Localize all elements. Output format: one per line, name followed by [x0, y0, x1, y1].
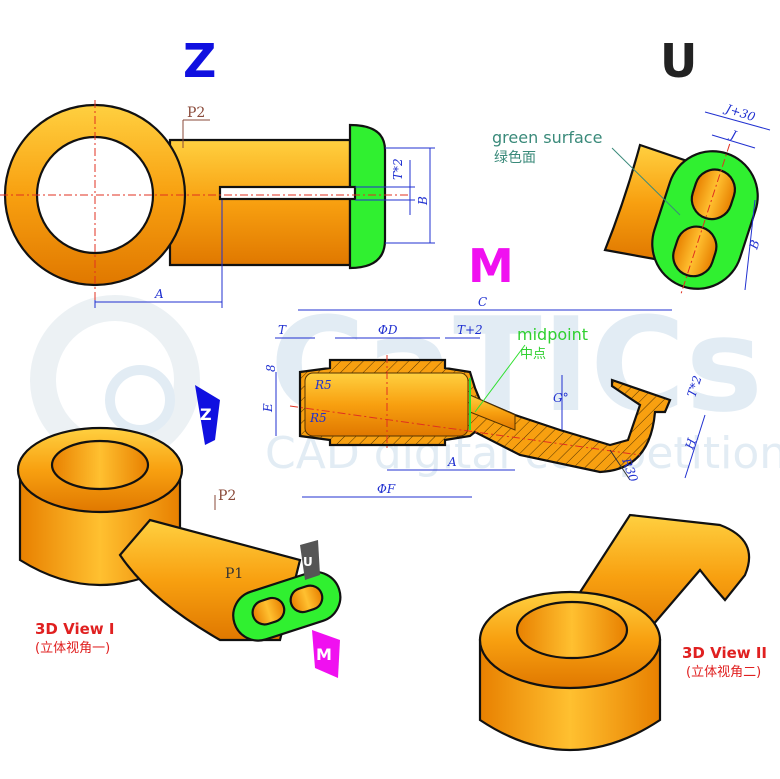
- label-p2: P2: [187, 105, 205, 121]
- dim-r5-bottom: R5: [309, 411, 327, 425]
- view-label-u: U: [660, 34, 697, 88]
- label-p2-3d: P2: [218, 488, 236, 504]
- note-midpoint-cn: 中点: [520, 347, 546, 362]
- 3d-view-2: 3D View II (立体视角二): [478, 513, 767, 751]
- dim-c: C: [478, 295, 487, 309]
- dim-e: E: [261, 403, 275, 413]
- note-green-surface-cn: 绿色面: [494, 149, 536, 166]
- dim-d: ΦD: [378, 323, 398, 337]
- dim-8: 8: [264, 364, 278, 372]
- view-label-z: Z: [183, 34, 216, 88]
- dim-j30: J+30: [721, 101, 757, 125]
- dim-a: A: [154, 287, 164, 301]
- dim-t-plus-2: T+2: [457, 323, 483, 337]
- note-green-surface: green surface: [492, 128, 602, 147]
- dim-r5-top: R5: [314, 378, 332, 392]
- note-midpoint: midpoint: [517, 325, 588, 344]
- view-m: C T ΦD T+2 midpoint 中点 8 E R5 R5 G° T*2 …: [261, 295, 706, 498]
- dim-g: G°: [553, 391, 569, 405]
- view-label-m: M: [468, 239, 514, 293]
- arrow-label-m: M: [316, 645, 332, 664]
- arrow-label-z: Z: [200, 405, 212, 424]
- dim-b: B: [416, 196, 430, 206]
- dim-b-u: B: [746, 238, 762, 252]
- label-p1-3d: P1: [225, 566, 243, 582]
- view-u: green surface 绿色面 J+30 J B: [492, 101, 771, 297]
- dim-t2-m: T*2: [685, 374, 705, 399]
- dim-t2: T*2: [391, 158, 405, 180]
- dim-h: H: [682, 436, 699, 452]
- 3d-view-1: P2 P1 Z U M 3D View I (立体视角一): [16, 385, 342, 678]
- dim-f: ΦF: [377, 482, 396, 496]
- dim-a-m: A: [447, 455, 457, 469]
- 3d-view-2-title: 3D View II: [682, 644, 767, 662]
- 3d-view-1-subtitle: (立体视角一): [35, 641, 110, 656]
- arrow-label-u: U: [303, 555, 313, 569]
- view-z: A P2 T*2 B: [0, 100, 435, 308]
- 3d-view-2-subtitle: (立体视角二): [686, 665, 761, 680]
- 3d-view-1-title: 3D View I: [35, 620, 114, 638]
- dim-t: T: [278, 323, 287, 337]
